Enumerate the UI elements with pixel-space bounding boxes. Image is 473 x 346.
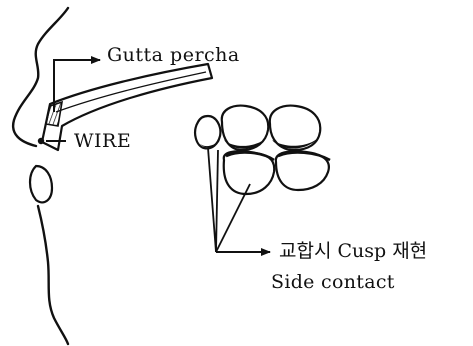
gutta-percha-label: Gutta percha [107,44,240,66]
upper-tooth-1 [194,114,222,150]
wire-plate [40,62,214,152]
cusp-leader-1 [207,147,217,253]
upper-tooth-3-shade [272,136,320,149]
upper-tooth-1-shade [200,140,220,148]
wire-tip [37,137,45,145]
upper-tooth-2-shade [224,138,266,149]
lower-lip [28,164,54,204]
gutta-percha-block [45,100,64,127]
lower-tooth-1-top [225,151,275,162]
lower-tooth-2-top [277,151,331,162]
gutta-percha-leader [53,56,101,112]
cusp-leader-3 [215,183,251,253]
upper-tooth-2 [220,104,270,152]
wire-label: WIRE [74,130,132,152]
chin-profile [36,204,70,346]
side-contact-label: Side contact [271,271,395,293]
face-profile-upper [11,6,70,148]
wire-plate-inner-line [55,71,207,113]
upper-tooth-3 [268,104,322,152]
cusp-leader-2 [215,149,219,253]
lower-tooth-1 [222,150,276,196]
cusp-label: 교합시 Cusp 재현 [279,240,428,262]
